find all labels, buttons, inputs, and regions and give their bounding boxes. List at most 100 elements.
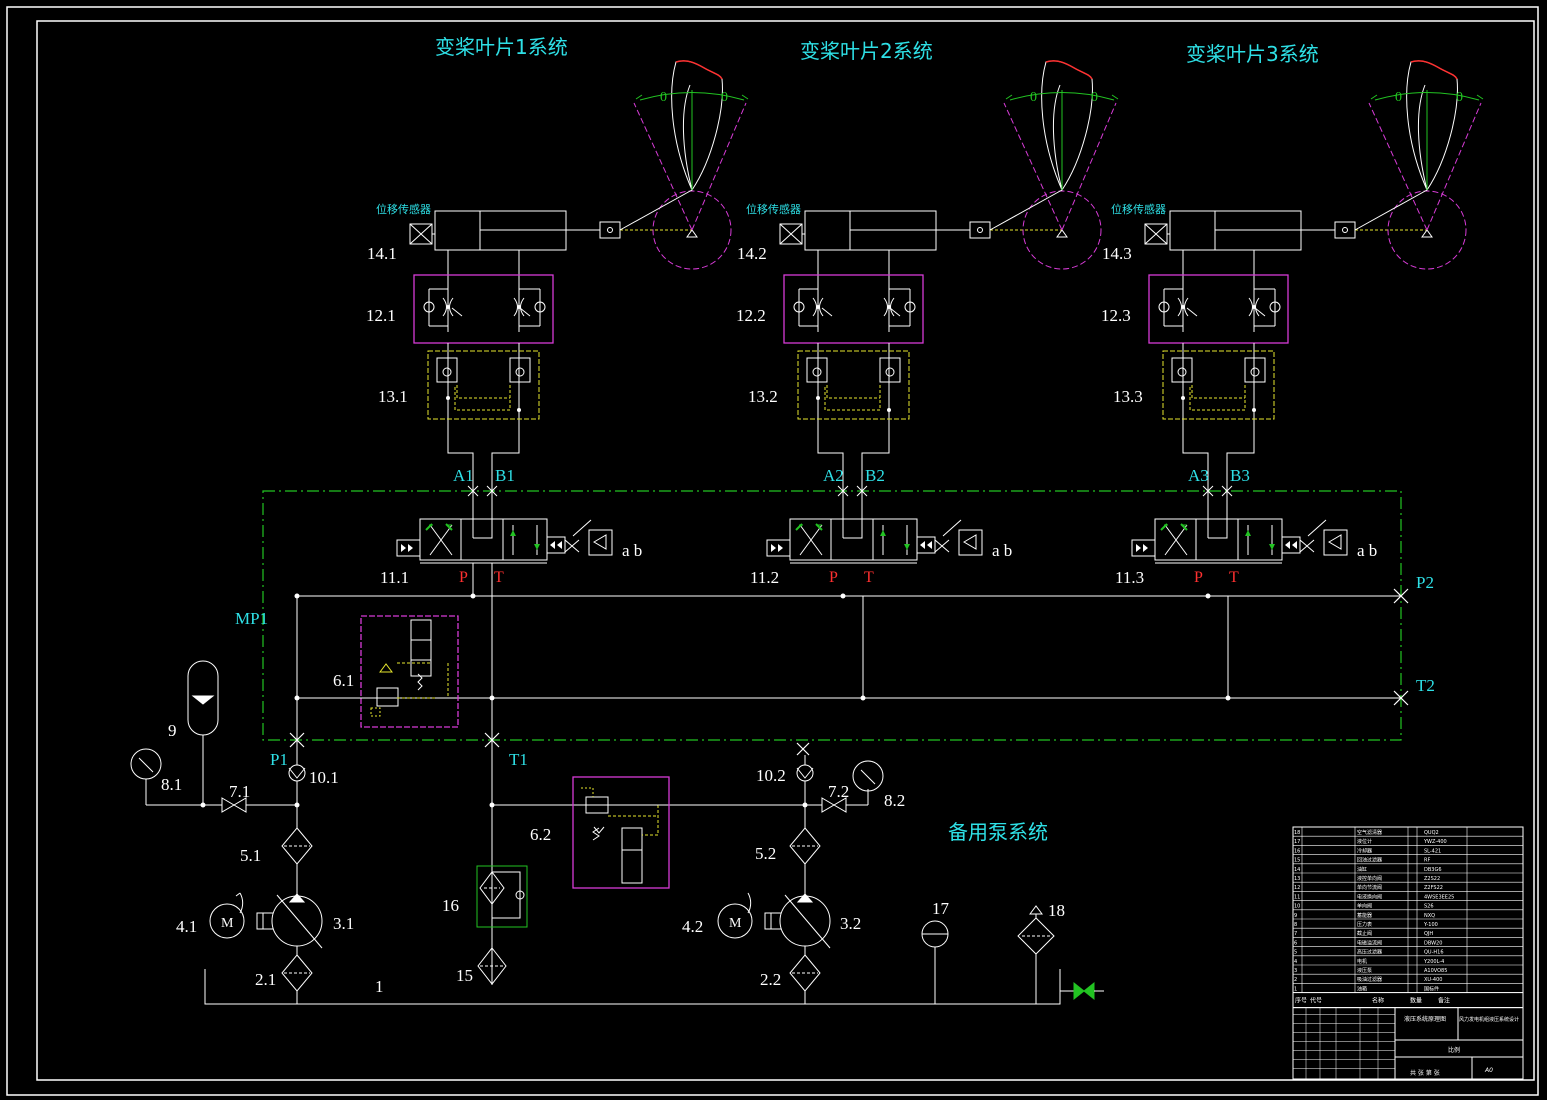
part-name: 吸油过滤器 [1357,976,1382,983]
label-suction2: 2.2 [760,970,781,989]
part-name: 单向阀 [1357,903,1372,910]
label-stop1: 7.1 [229,782,250,801]
port-a: A2 [823,466,844,485]
part-name: 电液换向阀 [1357,893,1382,900]
part-code: XU-400 [1424,977,1442,983]
part-no: 5 [1294,950,1297,956]
part-code: DBW20 [1424,940,1442,946]
label-gauge1: 8.1 [161,775,182,794]
project-name: 风力发电机组液压系统设计 [1459,1016,1519,1023]
label-tank: 1 [375,977,384,996]
part-no: 6 [1294,940,1297,946]
part-no: 16 [1294,848,1300,854]
part-code: NXQ [1424,913,1435,919]
cylinder-label: 14.1 [367,244,397,263]
label-pump1: 3.1 [333,914,354,933]
port-b: B2 [865,466,885,485]
drawing-name: 液压系统原理图 [1404,1015,1446,1023]
pilot-check-valve [427,350,540,420]
part-no: 13 [1294,876,1300,882]
angle-label-right: 0 [1456,90,1463,105]
part-no: 17 [1294,839,1300,845]
port-b: B3 [1230,466,1250,485]
part-no: 10 [1294,904,1300,910]
throttle-check-valve [783,274,924,344]
part-no: 3 [1294,968,1297,974]
angle-label-left: 0 [660,90,667,105]
drain-valve [1060,981,1104,1001]
part-name: 油缸 [1357,866,1367,873]
part-no: 11 [1294,894,1300,900]
part-name: 单向节流阀 [1357,884,1382,891]
part-name: 油箱 [1357,985,1367,992]
part-code: S26 [1424,904,1434,910]
sheet-size: A0 [1484,1067,1493,1074]
outer-frame [6,6,1539,1096]
pump-circuit-1 [130,660,323,1004]
port-p1: P1 [270,750,288,769]
title-block-header: 序号 [1295,997,1307,1005]
solenoid-ab-label: a b [622,541,642,560]
title-block-header: 备注 [1438,997,1450,1005]
sensor-label: 位移传感器 [1111,202,1166,216]
port-a: A3 [1188,466,1209,485]
part-code: QU-H16 [1424,950,1444,956]
blade-rotation-circle [1022,190,1102,270]
part-code: SL-421 [1424,848,1441,854]
pump-circuit-2 [717,755,884,1004]
valve-label: 11.1 [380,568,409,587]
part-name: 液控单向阀 [1357,875,1382,882]
check-label: 13.2 [748,387,778,406]
tank-1 [204,969,1061,1005]
part-name: 回油过滤器 [1357,857,1382,864]
label-filter2: 5.2 [755,844,776,863]
part-code: QUQ2 [1424,830,1439,836]
cooler-16 [476,865,528,928]
part-name: 截止阀 [1357,930,1372,937]
label-thermometer: 17 [932,899,950,918]
sensor-label: 位移传感器 [376,202,431,216]
valve-port-t: T [494,569,504,586]
port-mp1: MP1 [235,609,268,628]
valve-label: 11.3 [1115,568,1144,587]
angle-label-right: 0 [1091,90,1098,105]
part-name: 电机 [1357,958,1367,965]
check-label: 13.1 [378,387,408,406]
part-code: Z2S22 [1424,876,1440,882]
part-no: 18 [1294,830,1300,836]
part-code: A10VO85 [1424,968,1447,974]
part-no: 9 [1294,913,1297,919]
valve-port-p: P [829,569,838,586]
cylinder-label: 14.3 [1102,244,1132,263]
angle-label-left: 0 [1395,90,1402,105]
directional-valve [1154,518,1283,561]
throttle-label: 12.3 [1101,306,1131,325]
throttle-label: 12.1 [366,306,396,325]
valve-port-p: P [1194,569,1203,586]
thermometer-17 [921,920,949,1004]
valve-port-p: P [459,569,468,586]
throttle-check-valve [1148,274,1289,344]
label-relief2: 6.2 [530,825,551,844]
part-code: Y-100 [1423,922,1438,928]
port-t1: T1 [509,750,528,769]
label-suction1: 2.1 [255,970,276,989]
part-no: 12 [1294,885,1300,891]
motor1-symbol: M [221,916,234,931]
title-backup: 备用泵系统 [948,820,1048,844]
part-no: 14 [1294,867,1300,873]
valve-port-t: T [864,569,874,586]
part-code: 4WSE3EE25 [1424,894,1454,900]
cylinder-label: 14.2 [737,244,767,263]
part-name: 空气滤清器 [1357,829,1382,836]
label-check1: 10.1 [309,768,339,787]
return-filter-15 [477,947,507,985]
label-filter1: 5.1 [240,846,261,865]
motor2-symbol: M [729,916,742,931]
directional-valve [419,518,548,561]
